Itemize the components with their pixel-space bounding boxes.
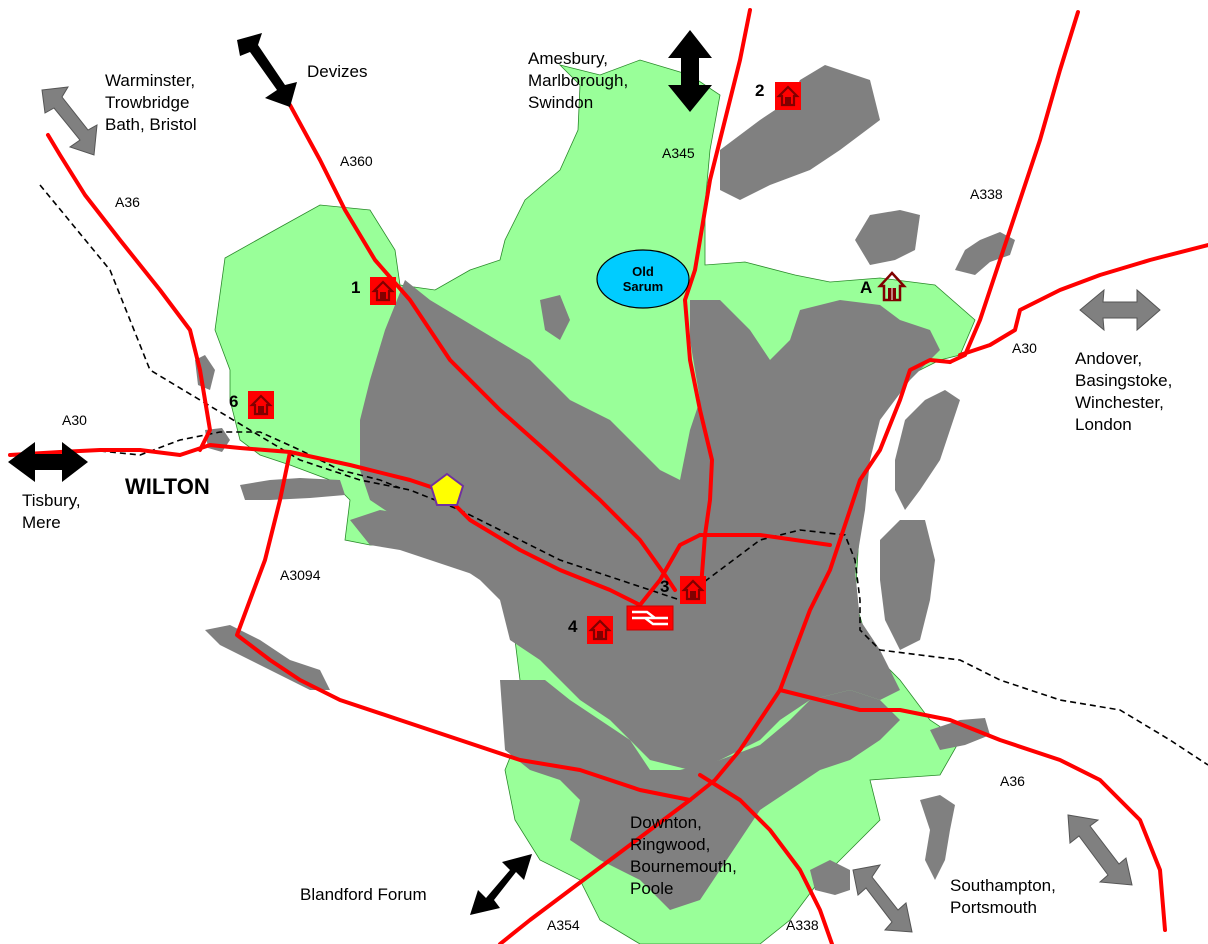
road-label-a338-s: A338 <box>786 917 819 933</box>
poi-pentagon-icon <box>429 472 465 506</box>
label-amesbury: Amesbury, Marlborough, Swindon <box>528 49 629 112</box>
arrow-tisbury <box>8 442 88 482</box>
marker-number-3: 3 <box>660 577 670 596</box>
label-wilton: WILTON <box>125 474 210 499</box>
label-southampton: Southampton, Portsmouth <box>950 876 1056 917</box>
house-icon-4 <box>585 614 615 646</box>
railway-station-icon <box>626 605 674 631</box>
arrow-andover <box>1079 288 1161 332</box>
road-label-a345: A345 <box>662 145 695 161</box>
arrow-devizes <box>237 33 297 107</box>
road-label-a30-e: A30 <box>1012 340 1037 356</box>
arrow-amesbury <box>668 30 712 112</box>
label-warminster: Warminster, Trowbridge Bath, Bristol <box>105 71 197 134</box>
road-label-a30-w: A30 <box>62 412 87 428</box>
road-label-a360: A360 <box>340 153 373 169</box>
marker-number-4: 4 <box>568 617 578 636</box>
road-label-a338-ne: A338 <box>970 186 1003 202</box>
arrow-blandford <box>470 854 532 915</box>
road-label-a36-se: A36 <box>1000 773 1025 789</box>
label-devizes: Devizes <box>307 62 368 81</box>
road-label-a3094: A3094 <box>280 567 321 583</box>
marker-number-2: 2 <box>755 81 765 100</box>
label-tisbury: Tisbury, Mere <box>22 491 81 532</box>
house-icon-2 <box>773 80 803 112</box>
house-icon-1 <box>368 275 398 307</box>
old-sarum-marker <box>596 249 690 309</box>
label-downton: Downton, Ringwood, Bournemouth, Poole <box>630 813 737 898</box>
arrow-warminster <box>41 86 98 156</box>
house-icon-a <box>877 271 907 302</box>
label-old-sarum: Old Sarum <box>622 264 664 294</box>
label-blandford: Blandford Forum <box>300 885 427 904</box>
marker-number-6: 6 <box>229 392 239 411</box>
arrow-downton-south <box>852 864 913 933</box>
arrow-southampton <box>1067 814 1133 886</box>
road-label-a354: A354 <box>547 917 580 933</box>
house-icon-3 <box>678 574 708 606</box>
marker-letter-a: A <box>860 278 873 297</box>
house-icon-6 <box>246 389 276 421</box>
marker-number-1: 1 <box>351 278 361 297</box>
label-andover: Andover, Basingstoke, Winchester, London <box>1075 349 1173 434</box>
road-label-a36-nw: A36 <box>115 194 140 210</box>
roads <box>8 8 1208 944</box>
